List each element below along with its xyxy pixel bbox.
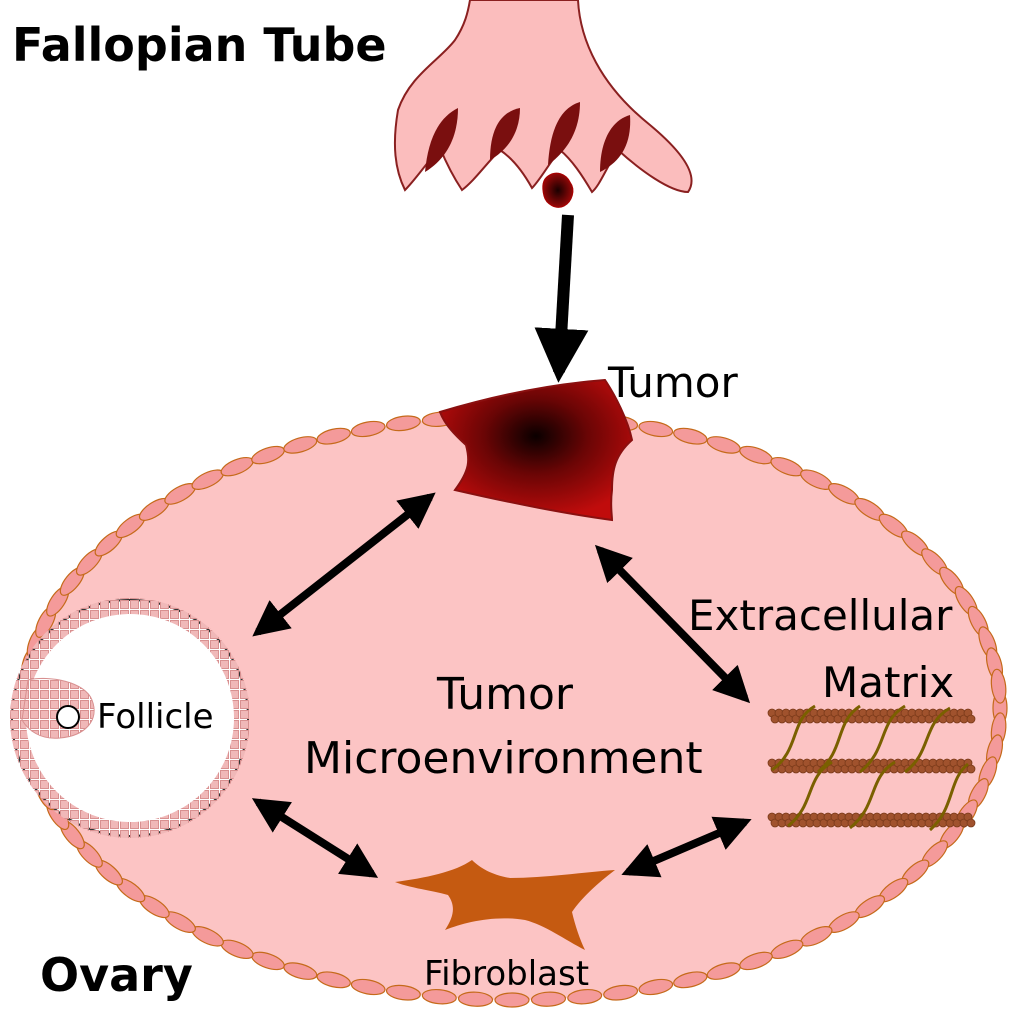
ecm-strand-bead <box>966 764 976 774</box>
arrow-tube-to-tumor <box>534 214 589 383</box>
ovary-cell <box>457 991 494 1007</box>
ecm-fiber <box>771 704 816 772</box>
arrow-tumor-follicle <box>252 492 436 637</box>
microenvironment-label-line1: Tumor <box>437 669 573 720</box>
follicle-label: Follicle <box>97 697 214 737</box>
microenvironment-label-line2: Microenvironment <box>304 733 703 784</box>
ovary-label: Ovary <box>40 948 193 1002</box>
ovary-cell <box>385 415 421 432</box>
fallopian-tube-label: Fallopian Tube <box>12 18 387 72</box>
ovary-cell <box>421 988 457 1005</box>
oocyte <box>56 705 80 729</box>
arrow-tumor-ecm <box>594 544 751 704</box>
ecm-fiber <box>849 760 896 830</box>
ovary-cell <box>530 991 567 1007</box>
extracellular-matrix-label-line1: Extracellular <box>688 591 953 640</box>
shed-tumor-cell <box>542 172 574 208</box>
ovary-cell <box>385 984 421 1001</box>
extracellular-matrix-label-line2: Matrix <box>822 658 955 707</box>
fibroblast-cell <box>395 860 615 950</box>
ecm-fiber <box>929 762 969 832</box>
ovary-cell <box>316 427 351 445</box>
ecm-fiber <box>787 760 833 828</box>
ovary-cell <box>638 978 674 996</box>
ecm-strand-bead <box>966 714 976 724</box>
ecm-strand-bead <box>966 818 976 828</box>
ovary-cell <box>567 988 603 1005</box>
fibroblast-label: Fibroblast <box>424 954 590 994</box>
ecm-fiber <box>859 704 906 774</box>
follicle <box>10 598 250 838</box>
ovary-cell <box>350 978 386 996</box>
arrow-fibroblast-ecm <box>621 816 752 878</box>
extracellular-matrix <box>767 704 976 832</box>
ovary-cell <box>494 992 530 1008</box>
tumor-label: Tumor <box>608 358 738 407</box>
tumor-mass <box>438 378 634 522</box>
fallopian-tube <box>393 0 693 194</box>
ovary-cell <box>350 420 386 438</box>
ovary-cell <box>990 668 1007 704</box>
ovary-cell <box>673 971 708 989</box>
arrow-follicle-fibroblast <box>251 798 379 878</box>
ovary-cell <box>638 420 674 438</box>
ecm-fiber <box>904 706 951 774</box>
ovary-cell <box>603 984 639 1001</box>
